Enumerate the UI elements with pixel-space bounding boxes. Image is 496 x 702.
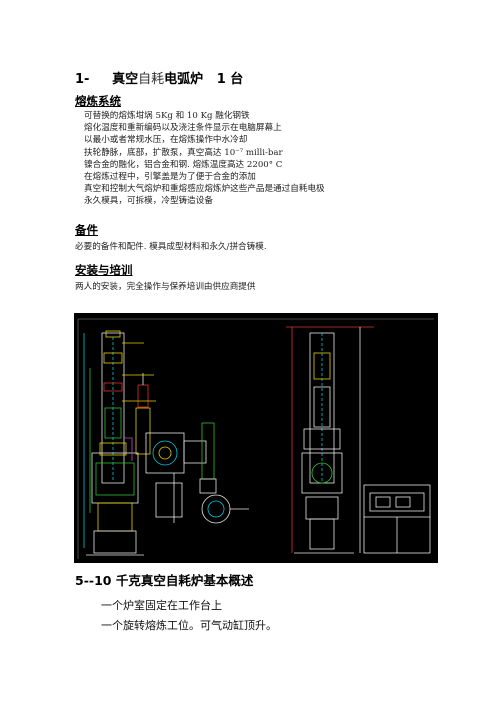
round-flange-inner — [207, 500, 225, 518]
pump-body — [201, 422, 215, 480]
pump-foot — [199, 478, 217, 494]
title-prefix: 1- — [75, 72, 90, 87]
list-item: 可替换的熔炼坩埚 5Kg 和 10 Kg 融化钢铁 — [84, 111, 250, 121]
install-text: 两人的安装，完全操作与保养培训由供应商提供 — [75, 282, 256, 292]
furnace-chamber — [91, 452, 139, 504]
base-block — [93, 530, 137, 554]
overview-line: 一个旋转熔炼工位。可气动缸顶升。 — [101, 619, 277, 632]
viewport-inner — [158, 446, 172, 460]
page-title: 1- 真空自耗电弧炉 1 台 — [75, 68, 243, 87]
side-unit — [135, 407, 151, 455]
right-collar — [303, 428, 341, 450]
column-block — [104, 407, 122, 439]
cad-drawing-svg — [77, 318, 434, 559]
right-column-block — [313, 352, 331, 380]
list-item: 以最小或者常规水压，在熔炼操作中水冷却 — [84, 135, 248, 146]
chamber-inner — [95, 462, 135, 496]
cabinet-display — [395, 496, 411, 508]
cabinet-display — [375, 496, 391, 508]
list-item: 镍合金的融化，铝合金和钢. 熔炼温度高达 2200° C — [84, 159, 283, 170]
viewport — [152, 440, 178, 466]
install-heading: 安装与培训 — [75, 263, 133, 277]
right-column-block — [313, 386, 331, 428]
column-top-cap — [105, 330, 121, 338]
title-part1: 真空 — [112, 72, 139, 87]
column-block — [103, 352, 123, 364]
title-part3: 电弧炉 — [164, 72, 204, 87]
cabinet-panel — [369, 492, 425, 512]
title-part2: 自耗 — [138, 72, 165, 87]
left-column — [101, 332, 125, 484]
lower-chamber — [155, 482, 183, 518]
column-block — [99, 442, 127, 456]
spares-heading: 备件 — [75, 223, 98, 237]
smelting-list: 可替换的熔炼坩埚 5Kg 和 10 Kg 融化钢铁 熔化温度和重新编码以及浇注条… — [84, 110, 325, 208]
list-item: 扶轮静脉，底部，扩散泵，真空高达 10⁻⁷ milli-bar — [84, 147, 283, 158]
spares-text: 必要的备件和配件. 模具成型材料和永久/拼合铸模. — [75, 242, 267, 252]
smelting-heading: 熔炼系统 — [75, 94, 121, 108]
crucible-block — [97, 502, 133, 532]
overview-line: 一个炉室固定在工作台上 — [101, 599, 222, 612]
round-flange — [201, 494, 231, 524]
list-item: 在熔炼过程中，引擎盖是为了便于合金的添加 — [84, 172, 256, 183]
list-item: 熔化温度和重新编码以及浇注条件显示在电脑屏幕上 — [84, 123, 282, 134]
right-base — [309, 518, 335, 550]
overview-heading: 5--10 千克真空自耗炉基本概述 — [75, 573, 254, 588]
right-lower — [305, 496, 339, 520]
column-block — [103, 382, 123, 392]
main-chamber — [145, 432, 185, 474]
valve-box — [183, 440, 207, 464]
right-chamber — [301, 452, 343, 494]
right-viewport — [311, 462, 333, 484]
furnace-cad-drawing — [74, 313, 438, 563]
list-item: 永久模具，可拆模，冷型铸造设备 — [84, 196, 213, 207]
title-suffix: 1 台 — [216, 72, 244, 87]
side-unit — [137, 384, 149, 408]
list-item: 真空和控制大气熔炉和重熔感应熔炼炉这些产品是通过自耗电极 — [84, 184, 325, 195]
pipe — [124, 437, 133, 461]
